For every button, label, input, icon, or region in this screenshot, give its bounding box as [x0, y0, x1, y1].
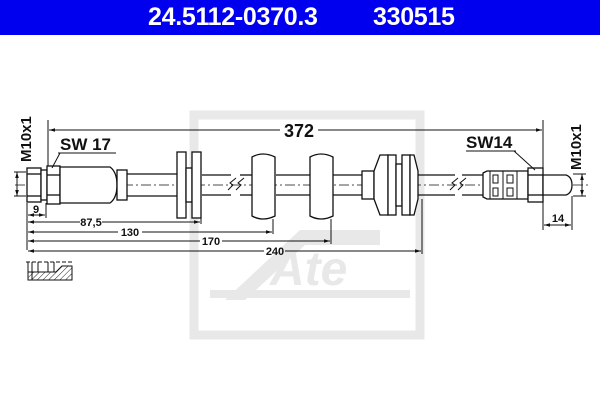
right-fitting-length-label: 14: [552, 213, 565, 225]
watermark-text: Ate: [269, 243, 347, 296]
grommet-1: [251, 153, 276, 220]
left-fitting-dimension: 9: [26, 203, 47, 250]
right-wrench-label: SW14: [466, 133, 513, 152]
grommet-2: [309, 153, 334, 220]
dimension-130: 130: [121, 227, 139, 239]
total-length-label: 372: [284, 121, 314, 141]
hose: [127, 173, 483, 197]
left-fitting-length-label: 9: [33, 204, 39, 216]
dimension-170: 170: [202, 236, 220, 248]
title-bar: 24.5112-0370.3 330515: [0, 0, 600, 35]
reference-number: 330515: [373, 3, 455, 31]
right-fitting: [482, 167, 573, 203]
left-thread-dimension: M10x1: [14, 116, 35, 197]
left-wrench-label: SW 17: [60, 135, 111, 154]
dimension-240: 240: [266, 246, 284, 258]
part-number: 24.5112-0370.3: [148, 3, 318, 31]
chain-dimensions: [28, 199, 423, 254]
bracket-flange: [176, 151, 202, 219]
right-wrench-callout: SW14: [466, 133, 536, 171]
right-thread-label: M10x1: [568, 124, 585, 170]
right-fitting-dimension: 14: [542, 196, 573, 230]
left-wrench-callout: SW 17: [51, 135, 116, 169]
left-fitting: [26, 165, 128, 205]
left-thread-label: M10x1: [18, 116, 35, 162]
bracket-collar: [361, 154, 419, 216]
ate-watermark: Ate: [189, 110, 425, 340]
dimension-87-5: 87,5: [80, 217, 101, 229]
flare-seat-symbol: [26, 261, 73, 281]
right-thread-dimension: M10x1: [568, 124, 586, 197]
